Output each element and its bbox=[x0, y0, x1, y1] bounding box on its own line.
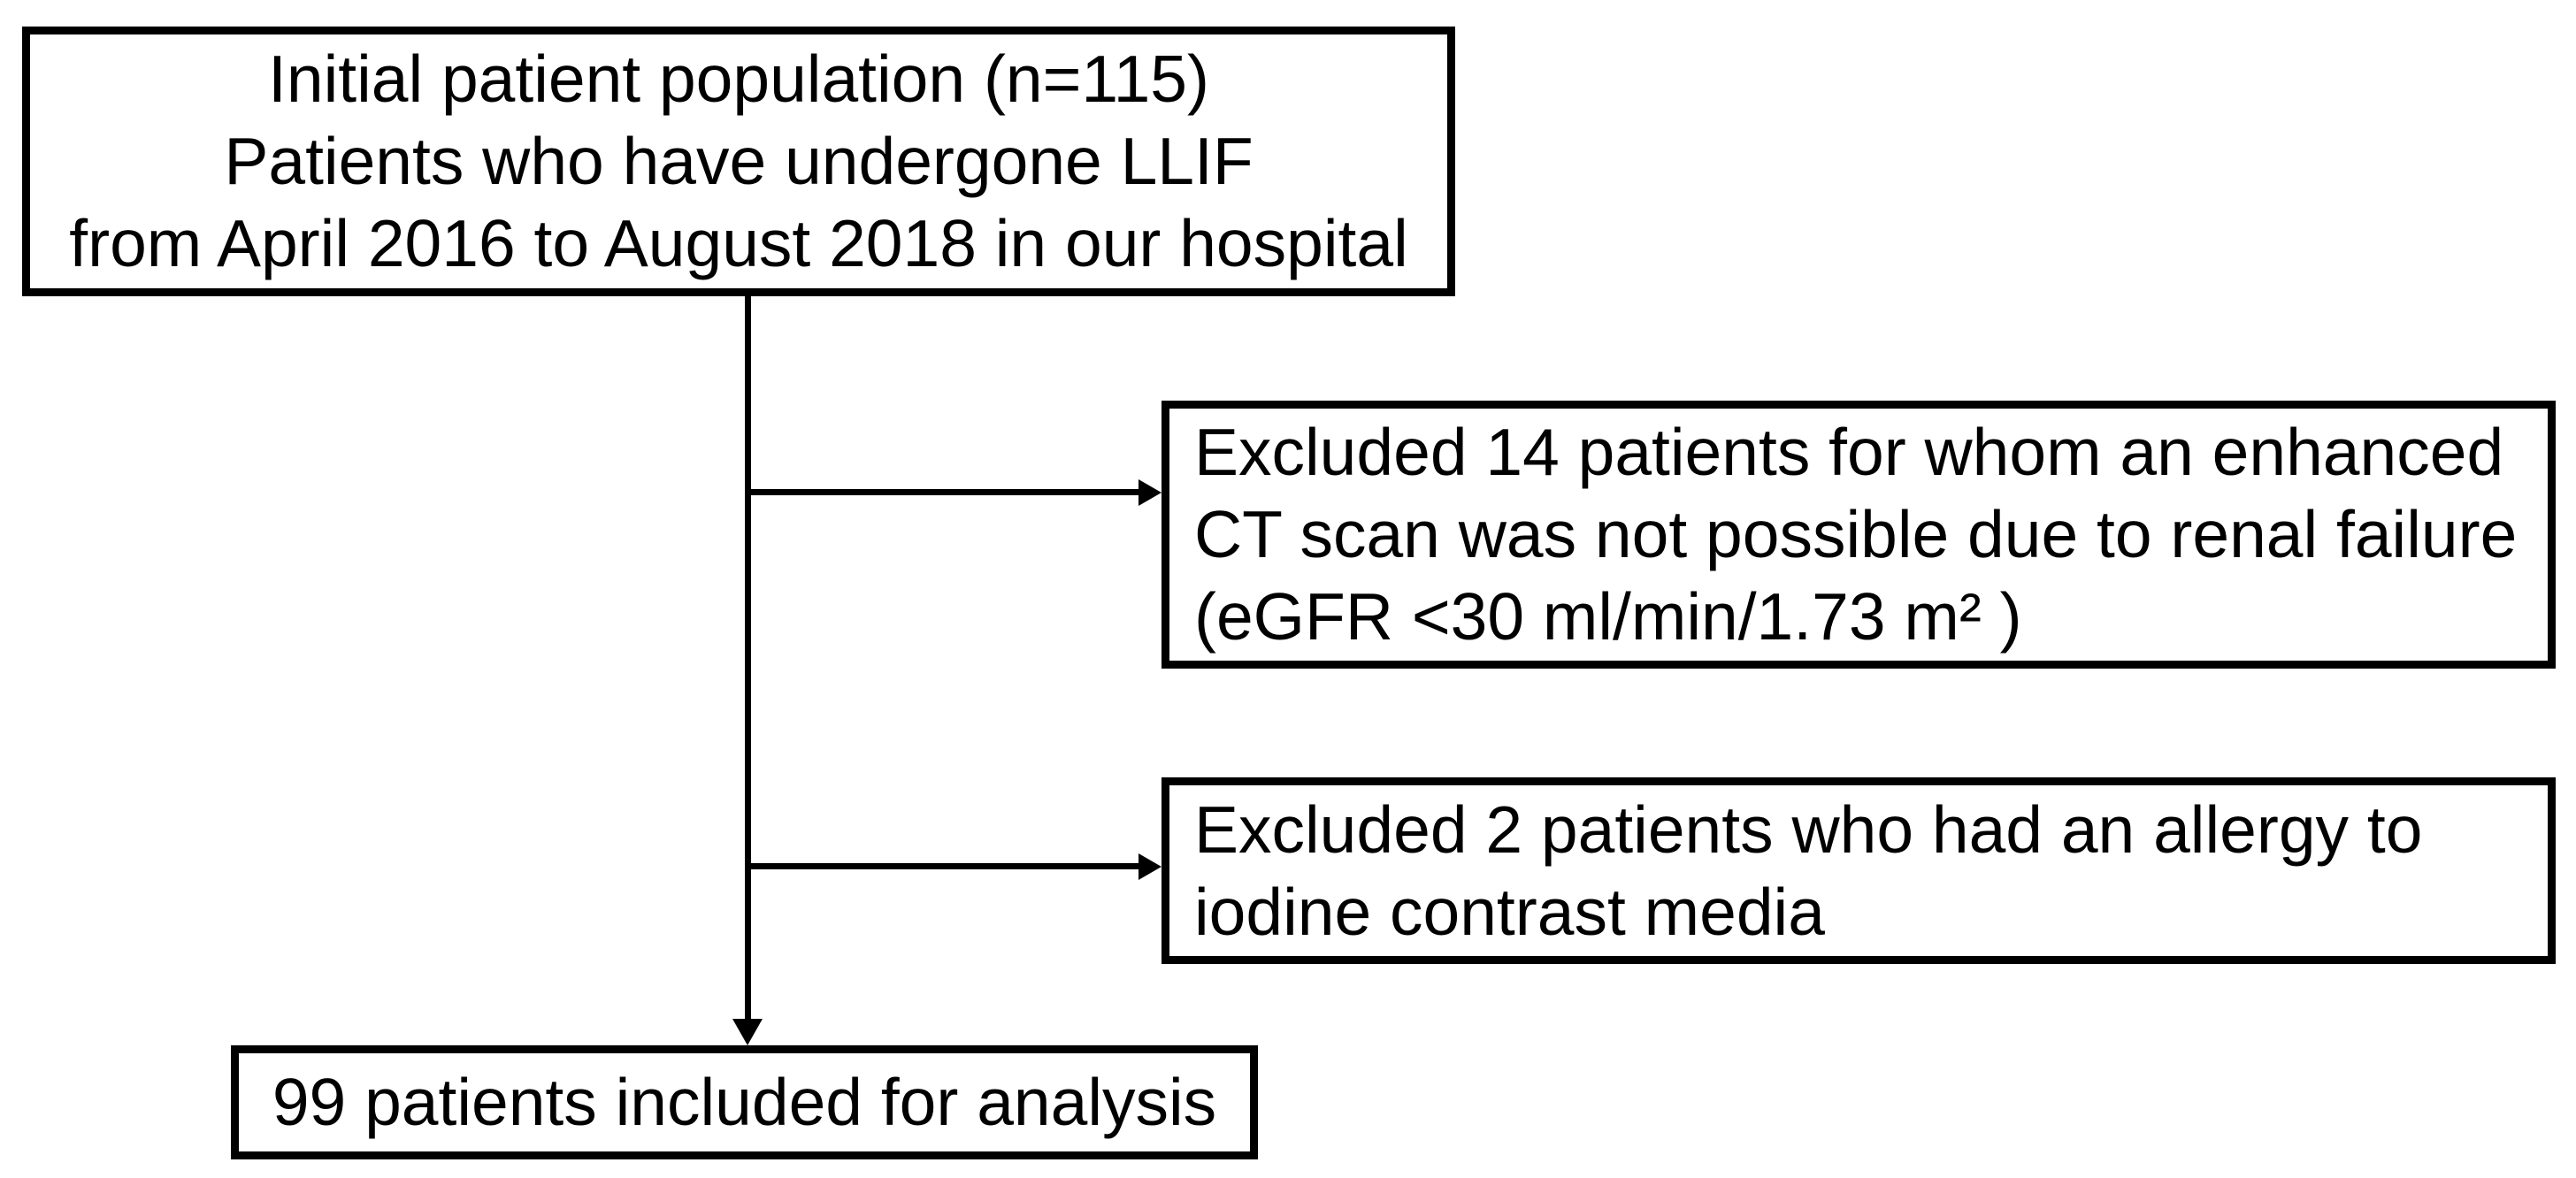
excluded-renal-line-1: Excluded 14 patients for whom an enhance… bbox=[1194, 415, 2504, 489]
branch-line-renal-exclusion bbox=[745, 489, 1140, 495]
excluded-renal-box: Excluded 14 patients for whom an enhance… bbox=[1162, 401, 2556, 669]
arrowhead-right-allergy-icon bbox=[1138, 853, 1162, 880]
excluded-renal-line-2: CT scan was not possible due to renal fa… bbox=[1194, 497, 2518, 571]
flow-trunk-line bbox=[745, 296, 751, 1021]
excluded-allergy-box: Excluded 2 patients who had an allergy t… bbox=[1162, 777, 2556, 964]
excluded-allergy-line-2: iodine contrast media bbox=[1194, 874, 1825, 949]
excluded-allergy-line-1: Excluded 2 patients who had an allergy t… bbox=[1194, 792, 2423, 867]
excluded-renal-line-3: (eGFR <30 ml/min/1.73 m² ) bbox=[1194, 579, 2022, 654]
initial-population-box: Initial patient population (n=115) Patie… bbox=[22, 27, 1455, 296]
included-analysis-box: 99 patients included for analysis bbox=[231, 1045, 1258, 1159]
branch-line-allergy-exclusion bbox=[745, 863, 1140, 869]
initial-population-line-1: Initial patient population (n=115) bbox=[268, 42, 1209, 116]
arrowhead-down-included-icon bbox=[732, 1019, 763, 1045]
arrowhead-right-renal-icon bbox=[1138, 479, 1162, 506]
initial-population-line-2: Patients who have undergone LLIF bbox=[224, 124, 1254, 198]
initial-population-line-3: from April 2016 to August 2018 in our ho… bbox=[69, 206, 1408, 280]
included-analysis-line-1: 99 patients included for analysis bbox=[272, 1065, 1217, 1139]
